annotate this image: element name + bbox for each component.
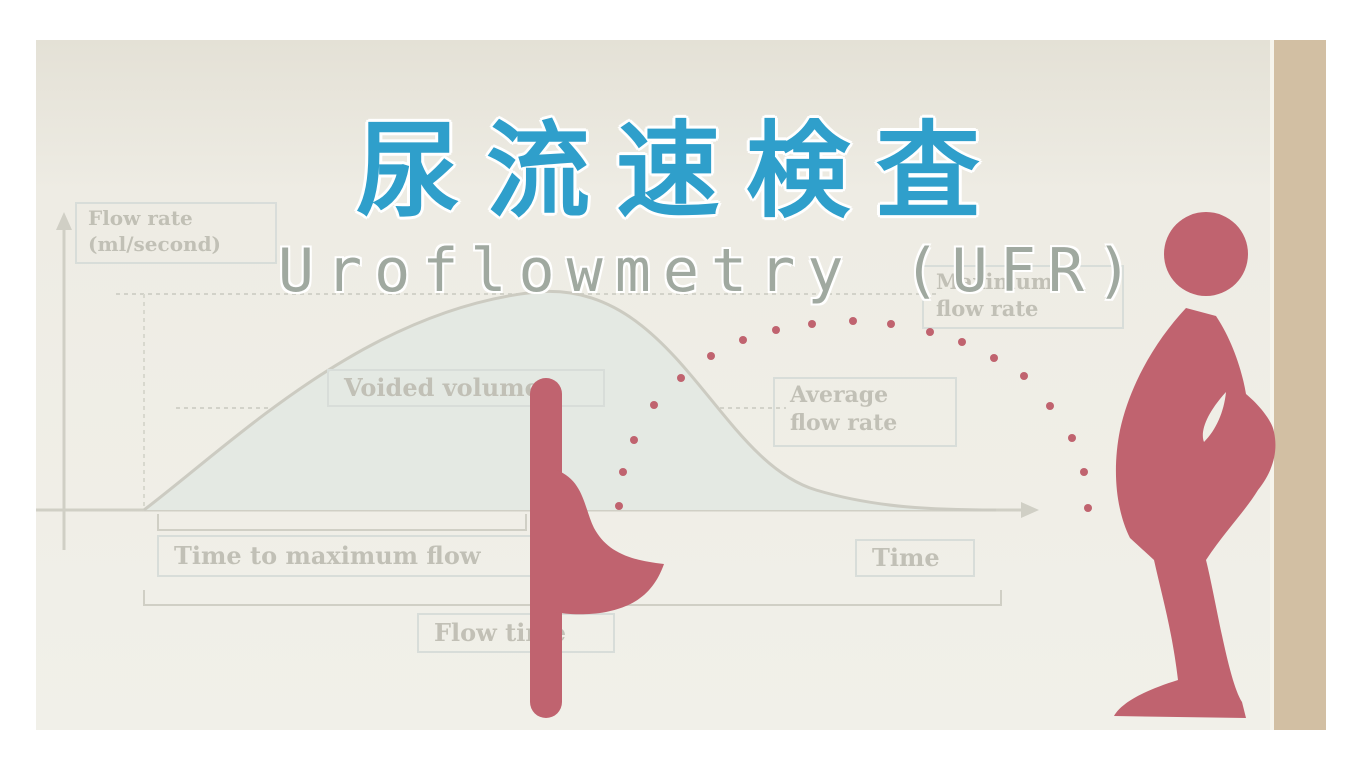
page-title: 尿流速検査 [355, 110, 1006, 232]
y-axis-label-1: Flow rate [88, 206, 193, 230]
avg-flow-label-2: flow rate [790, 410, 897, 436]
time-label: Time [872, 543, 940, 572]
y-axis-arrow [56, 212, 72, 230]
flow-chart: Flow rate (ml/second) Maximum flow rate … [36, 202, 1124, 653]
wall-edge [1270, 40, 1274, 730]
max-flow-label-2: flow rate [936, 296, 1038, 321]
time-to-max-bracket [157, 514, 527, 531]
y-axis-label-2: (ml/second) [88, 232, 221, 256]
image-frame: Flow rate (ml/second) Maximum flow rate … [36, 40, 1326, 730]
flow-curve [143, 290, 997, 512]
urine-stream [615, 317, 1092, 512]
urinal-icon [530, 378, 664, 718]
flow-curve-fill [144, 291, 996, 510]
avg-flow-label-1: Average [789, 382, 888, 408]
person-icon [1114, 212, 1276, 718]
page-subtitle: Uroflowmetry (UFR) [277, 236, 1145, 306]
wall-strip [1274, 40, 1326, 730]
uroflow-diagram: Flow rate (ml/second) Maximum flow rate … [36, 202, 1276, 718]
time-to-max-label: Time to maximum flow [174, 541, 482, 570]
max-flow-label-1: Maximum [936, 269, 1053, 294]
x-axis-arrow [1021, 502, 1039, 518]
voided-volume-label: Voided volume [343, 373, 540, 402]
